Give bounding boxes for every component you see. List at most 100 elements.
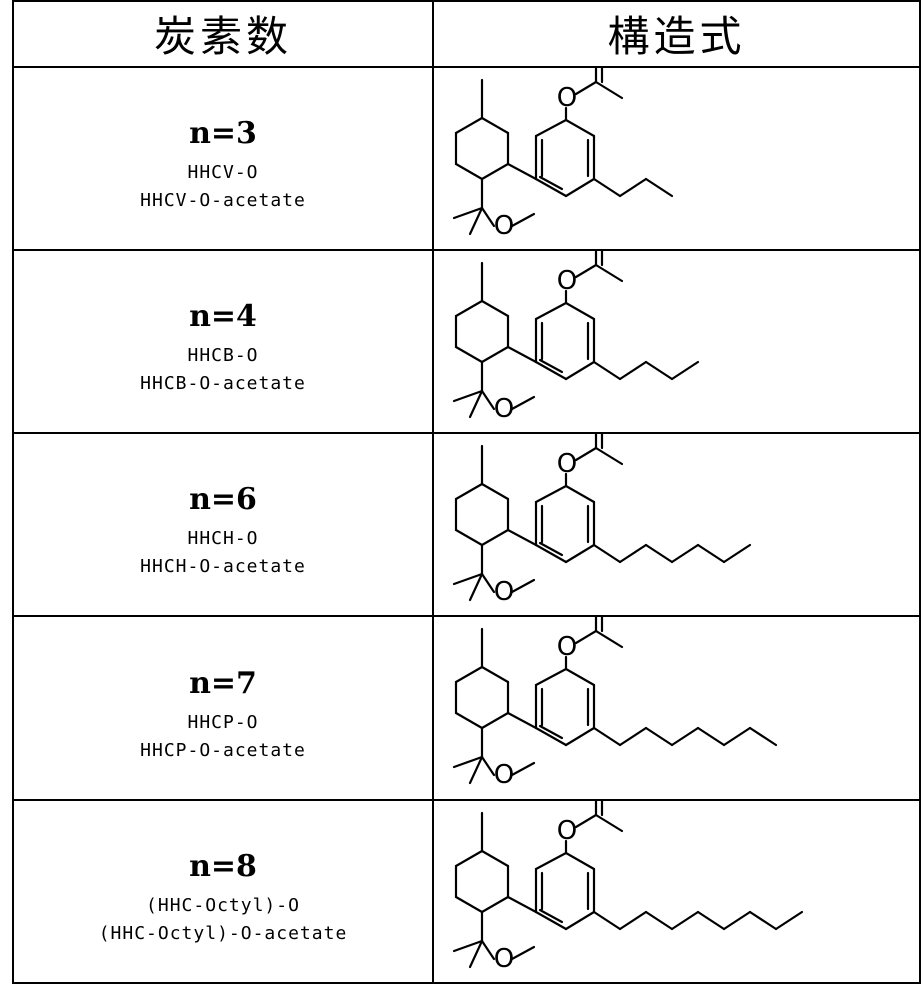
chain-bond [696, 544, 726, 564]
bond [534, 910, 568, 930]
bond [480, 345, 510, 363]
compound-name: HHCP-O [187, 711, 259, 733]
gem-methyl-bond [468, 389, 484, 418]
table-row: n=6 HHCH-O HHCH-O-acetate OOO [12, 432, 921, 618]
chain-bond [748, 727, 778, 747]
chain-bond [644, 177, 674, 197]
chain-bond [618, 727, 648, 747]
bond [564, 544, 596, 564]
double-bond [538, 908, 564, 923]
header-structure: 構造式 [432, 0, 921, 68]
bond [480, 939, 496, 960]
bond [480, 529, 510, 547]
chain-bond [670, 727, 700, 747]
bond [564, 851, 596, 870]
chain-bond [592, 727, 622, 747]
bond [594, 447, 624, 466]
structure-cell: OOO [432, 432, 921, 618]
structural-formula: OOO [452, 801, 804, 973]
bond [480, 483, 510, 501]
ester-oxygen: O [557, 816, 577, 846]
chain-bond [618, 360, 648, 380]
chain-bond [592, 177, 622, 197]
chain-bond [592, 544, 622, 564]
double-bond [538, 542, 564, 557]
bond [454, 116, 484, 134]
bond [454, 895, 484, 913]
carbon-count-value: n=3 [189, 115, 257, 151]
bond [564, 910, 596, 930]
bond [534, 544, 568, 564]
carbon-count-value: n=4 [189, 298, 257, 334]
compound-name: HHCH-O [187, 528, 259, 550]
compound-name: HHCV-O [187, 161, 259, 183]
double-bond [538, 725, 564, 740]
chain-bond [644, 727, 674, 747]
bond [454, 483, 484, 501]
bond [480, 666, 510, 684]
bond [454, 345, 484, 363]
bond [534, 177, 568, 197]
bond [480, 895, 510, 913]
chain-bond [670, 544, 700, 564]
double-bond [538, 358, 564, 373]
pyran-oxygen: O [494, 944, 514, 973]
table-row: n=4 HHCB-O HHCB-O-acetate OOO [12, 248, 921, 435]
carbon-count-value: n=7 [189, 665, 257, 701]
structural-formula: OOO [452, 435, 752, 606]
bond [534, 360, 568, 380]
bond [574, 630, 598, 645]
structural-formula: OOO [452, 618, 778, 789]
bond [510, 945, 536, 960]
bond [506, 162, 538, 180]
bond [564, 118, 596, 137]
bond [564, 727, 596, 747]
compound-acetate-name: HHCH-O-acetate [140, 556, 306, 578]
chain-bond [670, 910, 700, 930]
bond [534, 301, 568, 320]
bond [534, 727, 568, 747]
structure-cell: OOO [432, 798, 921, 985]
header-carbon-count: 炭素数 [12, 0, 434, 68]
chain-bond [644, 910, 674, 930]
table-row: n=3 HHCV-O HHCV-O-acetate OOO [12, 65, 921, 251]
compound-names: n=3 HHCV-O HHCV-O-acetate [12, 65, 434, 251]
compound-acetate-name: (HHC-Octyl)-O-acetate [98, 922, 348, 944]
bond [506, 529, 538, 547]
bond [564, 177, 596, 197]
bond [594, 630, 624, 649]
bond [510, 212, 536, 227]
bond [574, 813, 598, 828]
bond [480, 712, 510, 730]
ester-oxygen: O [557, 266, 577, 296]
chain-bond [618, 544, 648, 564]
compound-acetate-name: HHCV-O-acetate [140, 189, 306, 211]
bond [454, 712, 484, 730]
structural-formula: OOO [452, 68, 674, 240]
compound-name: HHCB-O [187, 344, 259, 366]
compound-table: 炭素数 構造式 n=3 HHCV-O HHCV-O-acetate OOO n=… [12, 0, 921, 985]
chain-bond [696, 910, 726, 930]
structure-cell: OOO [432, 615, 921, 801]
gem-methyl-bond [468, 939, 484, 968]
gem-methyl-bond [452, 573, 484, 586]
gem-methyl-bond [468, 573, 484, 602]
structural-formula: OOO [452, 251, 700, 423]
compound-names: n=4 HHCB-O HHCB-O-acetate [12, 248, 434, 435]
chain-bond [644, 360, 674, 380]
bond [506, 712, 538, 730]
chain-bond [696, 727, 726, 747]
bond [510, 579, 536, 594]
chain-bond [618, 910, 648, 930]
bond [480, 756, 496, 777]
compound-names: n=6 HHCH-O HHCH-O-acetate [12, 432, 434, 618]
bond [594, 263, 624, 282]
bond [574, 263, 598, 278]
chain-bond [644, 544, 674, 564]
bond [564, 301, 596, 320]
header-row: 炭素数 構造式 [12, 0, 921, 68]
compound-acetate-name: HHCP-O-acetate [140, 739, 306, 761]
compound-name: (HHC-Octyl)-O [146, 894, 300, 916]
chain-bond [592, 910, 622, 930]
bond [574, 447, 598, 462]
